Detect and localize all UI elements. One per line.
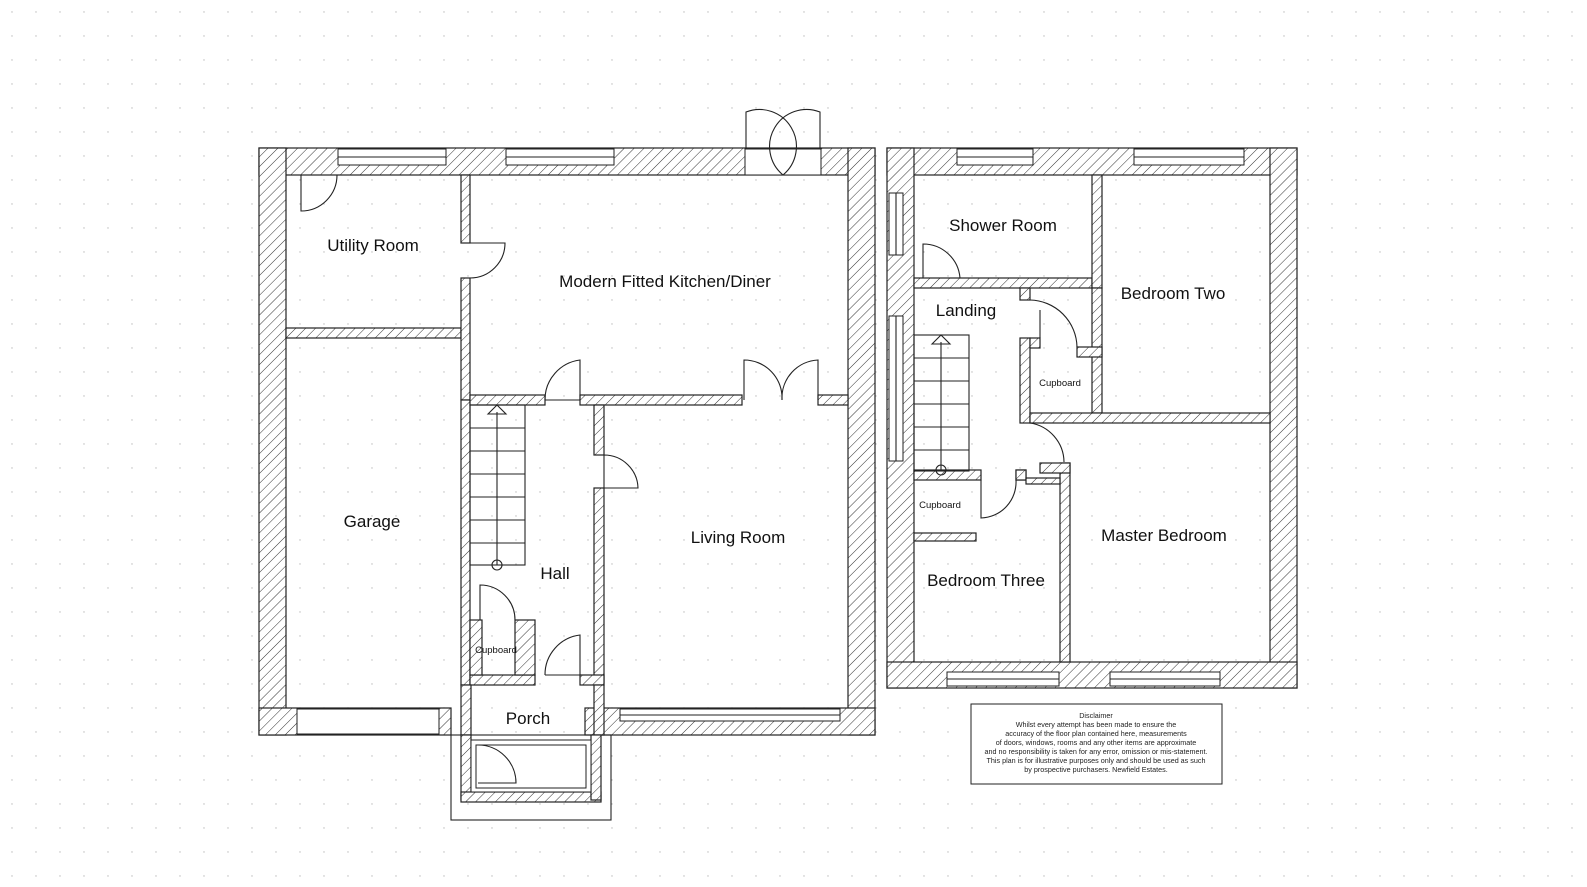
cupboard-label-upper: Cupboard [1039, 378, 1081, 389]
ground-floor: Utility Room Modern Fitted Kitchen/Diner… [258, 108, 876, 821]
ground-interior-walls [285, 174, 849, 736]
ground-cupboard-label: Cupboard [475, 645, 517, 656]
garage-label: Garage [344, 512, 401, 531]
hall-label: Hall [540, 564, 569, 583]
porch-label: Porch [506, 709, 550, 728]
landing-label: Landing [936, 301, 997, 320]
ground-cupboard-walls [469, 619, 536, 676]
bedroom-three-label: Bedroom Three [927, 571, 1045, 590]
disclaimer-line: by prospective purchasers. Newfield Esta… [1024, 765, 1167, 774]
ground-top-windows [337, 148, 822, 176]
disclaimer-line: This plan is for illustrative purposes o… [987, 756, 1206, 765]
master-bedroom-label: Master Bedroom [1101, 526, 1227, 545]
disclaimer-line: accuracy of the floor plan contained her… [1005, 729, 1187, 738]
bedroom-two-label: Bedroom Two [1121, 284, 1226, 303]
cupboard-label-lower: Cupboard [919, 500, 961, 511]
living-room-label: Living Room [691, 528, 786, 547]
disclaimer-line: Whilst every attempt has been made to en… [1016, 720, 1177, 729]
ground-doors [300, 108, 821, 784]
first-floor: Shower Room Landing Bedroom Two Cupboard… [886, 147, 1298, 689]
first-stairs [913, 334, 970, 476]
disclaimer-line: and no responsibility is taken for any e… [985, 747, 1208, 756]
first-interior-walls [913, 174, 1271, 663]
first-windows [888, 148, 1245, 687]
kitchen-diner-label: Modern Fitted Kitchen/Diner [559, 272, 771, 291]
shower-room-label: Shower Room [949, 216, 1057, 235]
ground-bottom-windows [296, 708, 841, 735]
first-doors [922, 243, 1078, 519]
disclaimer-title: Disclaimer [1079, 711, 1113, 720]
disclaimer-box: Disclaimer Whilst every attempt has been… [970, 703, 1223, 785]
utility-room-label: Utility Room [327, 236, 419, 255]
disclaimer-line: of doors, windows, rooms and any other i… [996, 738, 1197, 747]
ground-stairs [469, 404, 526, 571]
porch-walls [450, 734, 612, 821]
